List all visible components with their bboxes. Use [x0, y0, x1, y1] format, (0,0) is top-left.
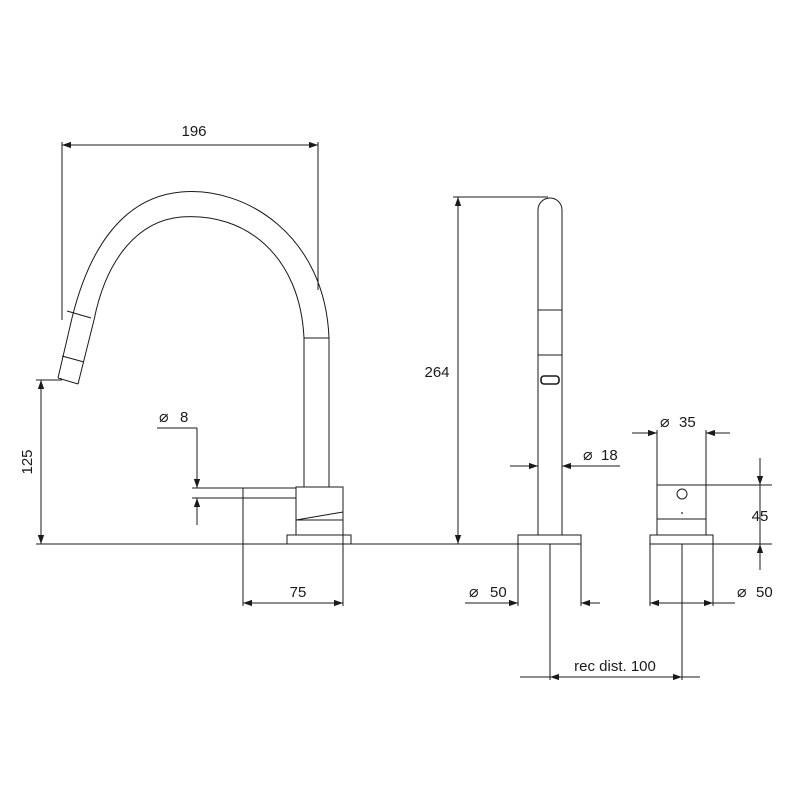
spout-diameter-symbol: ⌀: [583, 445, 593, 464]
recommended-distance-label: rec dist. 100: [574, 658, 656, 675]
lever-handle: [242, 487, 296, 499]
mixer-front-view: [649, 484, 714, 545]
faucet-side-view: [57, 191, 352, 545]
faucet-body: [295, 486, 344, 535]
spout-curve: [71, 191, 330, 339]
total-height-label: 264: [424, 364, 449, 381]
dimension-lever-length: 75: [242, 498, 344, 607]
dimension-spout-base: ⌀ 50: [465, 544, 600, 607]
mixer-base-label: 50: [756, 584, 773, 601]
mixer-body: [656, 484, 707, 535]
lever-diameter-label: 8: [180, 409, 188, 426]
mixer-base-symbol: ⌀: [737, 582, 747, 601]
spout-reach-label: 196: [181, 123, 206, 140]
spout-riser: [303, 338, 330, 487]
spout-aerator: [540, 375, 560, 385]
lever-diameter-symbol: ⌀: [159, 407, 169, 426]
dimension-lever-diameter: ⌀ 8: [157, 407, 243, 525]
mixer-diameter-symbol: ⌀: [660, 412, 670, 431]
spout-base-plate: [517, 534, 582, 545]
outlet-height-label: 125: [19, 449, 36, 474]
dimension-mixer-base: ⌀ 50: [649, 544, 773, 607]
spout-diameter-label: 18: [601, 447, 618, 464]
spout-outlet: [57, 317, 95, 385]
spout-base-label: 50: [490, 584, 507, 601]
base-plate: [286, 534, 352, 545]
dimension-recommended-distance: rec dist. 100: [520, 544, 700, 681]
dimension-outlet-height: 125: [19, 379, 287, 545]
mixer-diameter-label: 35: [679, 414, 696, 431]
dimension-mixer-height: 45: [706, 458, 772, 570]
mixer-base-plate: [649, 534, 714, 545]
dimension-mixer-diameter: ⌀ 35: [632, 412, 730, 485]
dimension-total-height: 264: [424, 196, 548, 545]
mixer-height-label: 45: [752, 508, 769, 525]
spout-front-view: [517, 197, 582, 545]
dimension-spout-diameter: ⌀ 18: [510, 445, 620, 470]
dimension-spout-reach: 196: [61, 123, 319, 320]
lever-length-label: 75: [290, 584, 307, 601]
mixer-indicator-icon: [676, 488, 688, 500]
spout-base-symbol: ⌀: [469, 582, 479, 601]
spout-tube: [537, 197, 563, 535]
